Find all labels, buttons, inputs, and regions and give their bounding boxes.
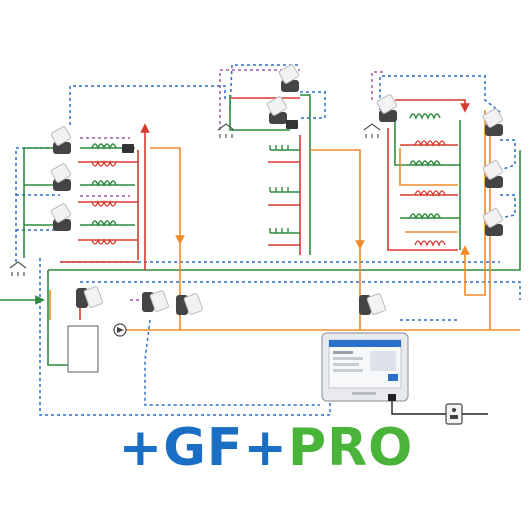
power-socket-icon	[445, 403, 463, 425]
shower-head-icon	[9, 123, 381, 276]
return-lines	[49, 110, 520, 331]
hot-water-lines	[60, 97, 470, 320]
control-panel-icon	[321, 332, 409, 402]
brand-logo: +GF+PRO	[0, 418, 532, 478]
power-plug	[388, 394, 396, 401]
control-signal-purple	[80, 69, 385, 301]
valve-actuator-icon	[49, 63, 504, 316]
temperature-sensor-icon	[122, 120, 298, 153]
brand-suffix: PRO	[287, 418, 414, 478]
green-heating-loops	[91, 113, 441, 233]
water-heater-icon	[67, 325, 99, 373]
green-supply-lines	[0, 94, 521, 366]
circulation-pump-icon	[113, 323, 127, 337]
red-heating-loops	[91, 140, 446, 247]
power-cable	[391, 400, 488, 415]
brand-prefix: +GF+	[118, 418, 288, 478]
